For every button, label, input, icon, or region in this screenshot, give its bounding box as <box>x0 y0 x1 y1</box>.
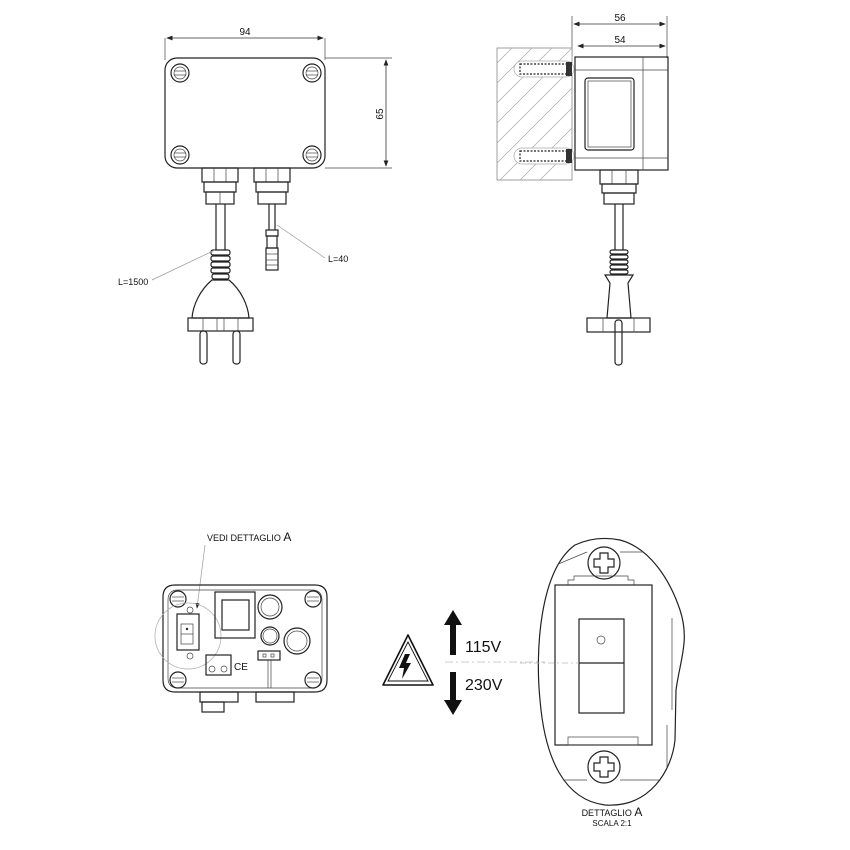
interior-view: VEDI DETTAGLIO A CE <box>154 530 328 713</box>
wall-anchor-bottom <box>513 147 575 165</box>
width-dimension: 94 <box>239 27 251 38</box>
ce-mark: CE <box>234 662 248 673</box>
voltage-selector-legend: 115V 230V <box>382 610 545 715</box>
cable-length-label: L=1500 <box>118 277 148 287</box>
screw-icon <box>169 590 322 689</box>
detail-scale: SCALA 2:1 <box>592 819 632 828</box>
arrow-down-icon <box>444 672 462 715</box>
connector-length-label: L=40 <box>328 254 348 264</box>
high-voltage-warning-icon <box>382 634 434 686</box>
detail-title: DETTAGLIO A <box>582 805 643 819</box>
detail-a-view: DETTAGLIO A SCALA 2:1 <box>520 537 685 828</box>
front-view: 94 65 <box>118 27 392 365</box>
detail-callout: VEDI DETTAGLIO A <box>207 530 291 544</box>
power-cable <box>187 204 254 365</box>
detail-a-circle <box>154 602 222 670</box>
side-view: 56 54 <box>496 13 669 366</box>
enclosure-front <box>164 57 326 169</box>
screw-icon <box>170 63 322 165</box>
cable-gland-left <box>201 167 239 205</box>
enclosure-side <box>574 56 669 171</box>
plug-side <box>586 317 651 333</box>
low-voltage-connector <box>265 204 279 271</box>
inner-depth-dimension: 54 <box>614 35 626 46</box>
selector-slider <box>578 618 625 714</box>
height-dimension: 65 <box>375 108 386 120</box>
outer-depth-dimension: 56 <box>614 13 626 24</box>
voltage-230-label: 230V <box>465 677 503 694</box>
phillips-screw-icon <box>587 546 621 580</box>
arrow-up-icon <box>444 610 462 655</box>
phillips-screw-icon <box>587 750 621 784</box>
cable-gland-right <box>253 167 291 205</box>
voltage-selector-switch <box>176 613 200 651</box>
wall-anchor-top <box>513 60 575 78</box>
voltage-115-label: 115V <box>465 639 502 656</box>
